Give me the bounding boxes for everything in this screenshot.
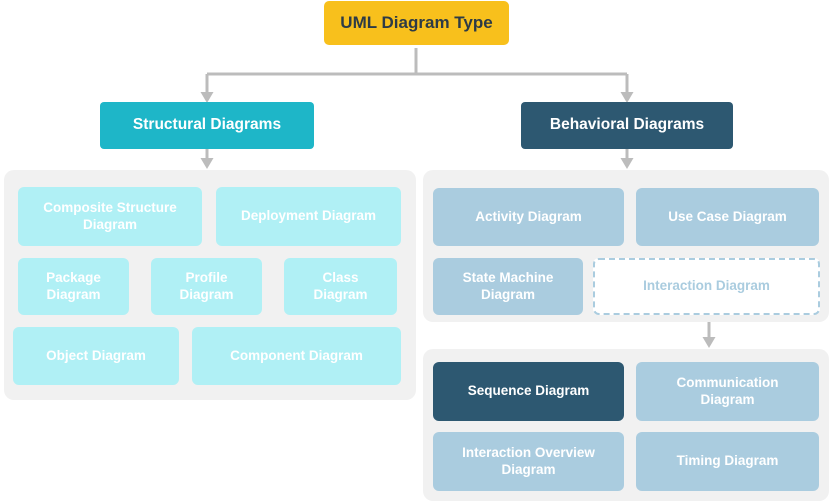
leaf-package-diagram[interactable]: Package Diagram xyxy=(18,258,129,315)
leaf-timing-diagram[interactable]: Timing Diagram xyxy=(636,432,819,491)
leaf-profile-diagram[interactable]: Profile Diagram xyxy=(151,258,262,315)
leaf-deployment-diagram[interactable]: Deployment Diagram xyxy=(216,187,401,246)
root-node-uml-diagram-type[interactable]: UML Diagram Type xyxy=(324,1,509,45)
leaf-communication-diagram[interactable]: Communication Diagram xyxy=(636,362,819,421)
leaf-interaction-overview-diagram[interactable]: Interaction Overview Diagram xyxy=(433,432,624,491)
leaf-component-diagram[interactable]: Component Diagram xyxy=(192,327,401,385)
category-header-behavioral-diagrams[interactable]: Behavioral Diagrams xyxy=(521,102,733,149)
leaf-activity-diagram[interactable]: Activity Diagram xyxy=(433,188,624,246)
leaf-class-diagram[interactable]: Class Diagram xyxy=(284,258,397,315)
category-header-structural-diagrams[interactable]: Structural Diagrams xyxy=(100,102,314,149)
leaf-composite-structure-diagram[interactable]: Composite Structure Diagram xyxy=(18,187,202,246)
leaf-state-machine-diagram[interactable]: State Machine Diagram xyxy=(433,258,583,315)
leaf-sequence-diagram[interactable]: Sequence Diagram xyxy=(433,362,624,421)
leaf-use-case-diagram[interactable]: Use Case Diagram xyxy=(636,188,819,246)
leaf-interaction-diagram[interactable]: Interaction Diagram xyxy=(593,258,820,315)
leaf-object-diagram[interactable]: Object Diagram xyxy=(13,327,179,385)
